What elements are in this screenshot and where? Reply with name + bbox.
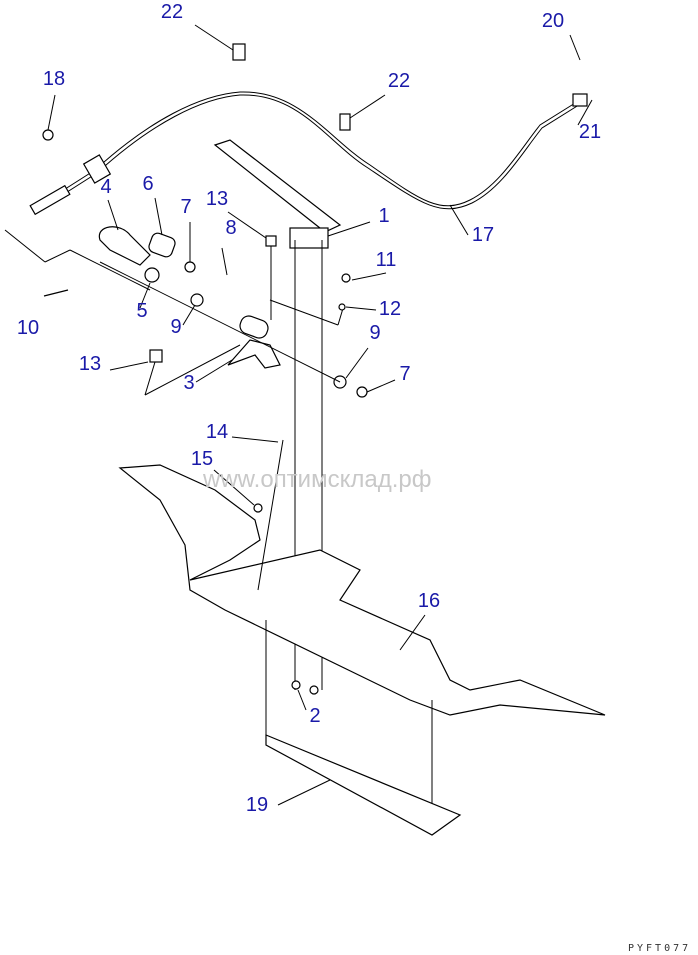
callout-18: 18 (43, 68, 65, 90)
callout-11: 11 (376, 249, 397, 271)
callout-5: 5 (136, 300, 147, 322)
lever-4 (98, 226, 151, 266)
grip-6 (148, 232, 176, 258)
callout-8: 8 (225, 217, 236, 239)
pin-10 (43, 289, 69, 297)
cable-17 (39, 91, 581, 207)
bracket-18 (82, 154, 112, 184)
bracket-3 (227, 339, 281, 369)
callout-10: 10 (17, 317, 39, 339)
bolt-13b (149, 349, 163, 363)
watermark: www.оптимсклад.рф (202, 466, 431, 493)
callout-12: 12 (379, 298, 401, 320)
bushing-9 (190, 293, 204, 307)
cable-end-4 (29, 184, 71, 216)
callout-7: 7 (399, 363, 410, 385)
shaft (239, 315, 269, 339)
callout-2: 2 (309, 705, 320, 727)
bracket-1 (289, 227, 329, 249)
floor-plate-16 (118, 464, 606, 716)
bolt-18 (42, 129, 54, 141)
bolt-13 (265, 235, 277, 247)
callout-22: 22 (388, 70, 410, 92)
clamp-22-top (232, 43, 246, 61)
spring-5 (144, 267, 160, 283)
bolt-2a (291, 680, 301, 690)
callout-9: 9 (369, 322, 380, 344)
callout-1: 1 (378, 205, 389, 227)
bolt-2b (309, 685, 319, 695)
washer-7b (356, 386, 368, 398)
callout-19: 19 (246, 794, 268, 816)
callout-13: 13 (79, 353, 101, 375)
washer-15 (253, 503, 263, 513)
callout-20: 20 (542, 10, 564, 32)
bolt-11 (341, 273, 351, 283)
callout-15: 15 (191, 448, 213, 470)
callout-16: 16 (418, 590, 440, 612)
leader-lines (47, 24, 593, 806)
callout-17: 17 (472, 224, 494, 246)
callout-6: 6 (142, 173, 153, 195)
bolt-14 (257, 439, 284, 591)
callout-3: 3 (183, 372, 194, 394)
callout-14: 14 (206, 421, 228, 443)
cable-end-20 (572, 93, 588, 107)
floor-mat-19 (265, 734, 462, 836)
washer-12 (338, 303, 346, 311)
clamp-22-mid (339, 113, 351, 131)
callout-9: 9 (170, 316, 181, 338)
callout-4: 4 (100, 176, 111, 198)
callout-21: 21 (579, 121, 601, 143)
callout-22: 22 (161, 1, 183, 23)
callout-13: 13 (206, 188, 228, 210)
callout-7: 7 (180, 196, 191, 218)
washer-7 (184, 261, 196, 273)
drawing-code: PYFT077 (628, 943, 691, 954)
plate-1 (213, 139, 342, 233)
